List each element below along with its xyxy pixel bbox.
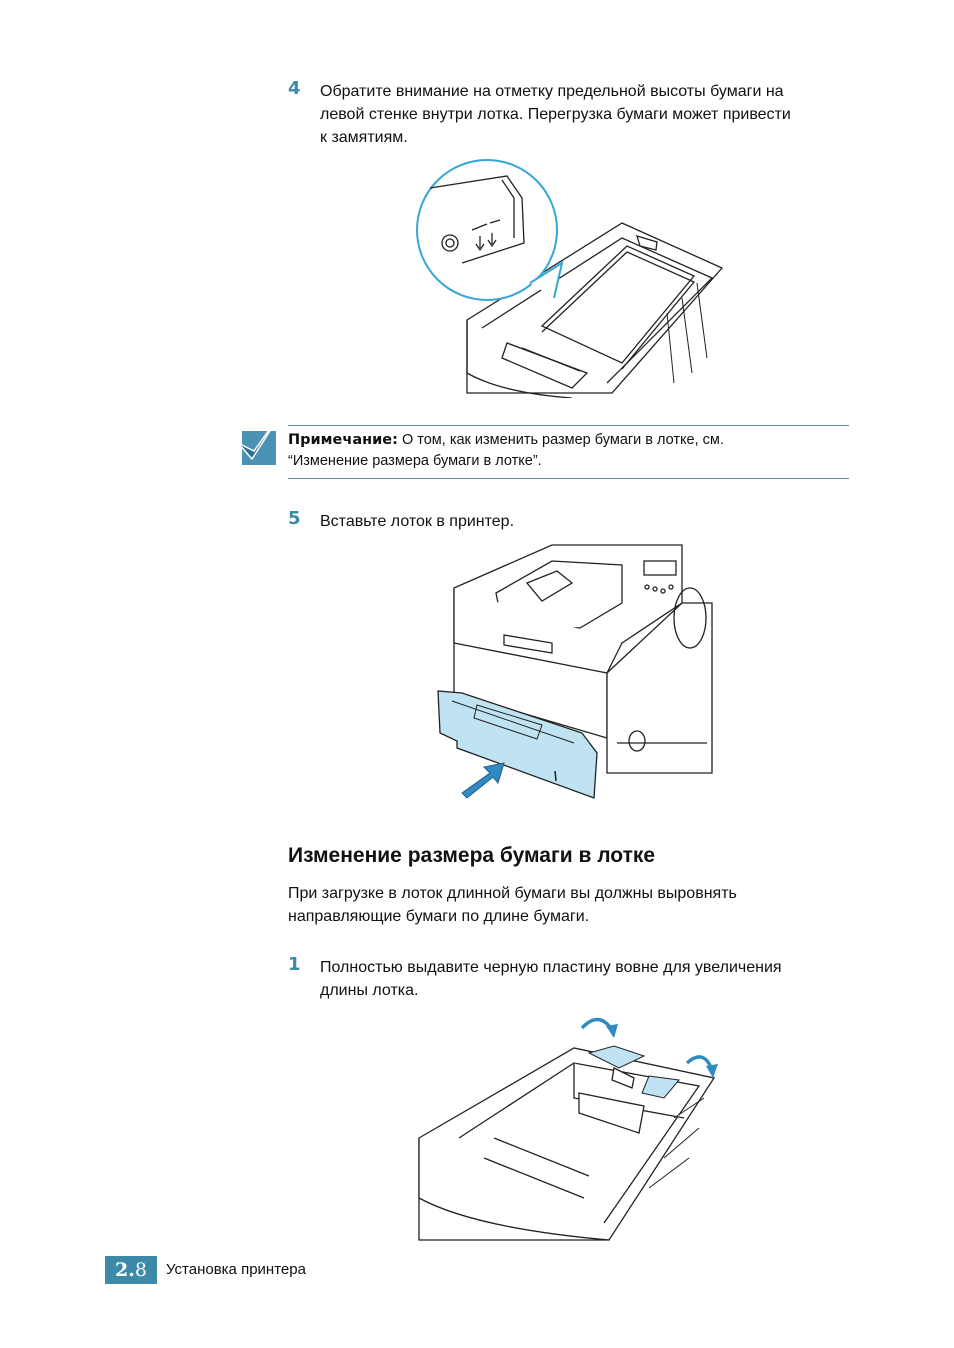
step-4-text: Обратите внимание на отметку предельной … <box>320 80 791 149</box>
footer-section-title: Установка принтера <box>166 1261 306 1278</box>
section-paragraph-line-2: направляющие бумаги по длине бумаги. <box>288 908 590 925</box>
step-1-line-2: длины лотка. <box>320 982 419 999</box>
page-number-badge: 2.8 <box>105 1256 157 1284</box>
section-paragraph: При загрузке в лоток длинной бумаги вы д… <box>288 882 848 928</box>
tray-paper-limit-illustration <box>416 159 724 398</box>
step-4-line-2: левой стенке внутри лотка. Перегрузка бу… <box>320 106 791 123</box>
note-label: Примечание: <box>288 432 398 448</box>
step-1-line-1: Полностью выдавите черную пластину вовне… <box>320 959 782 976</box>
step-4-number: 4 <box>288 78 301 99</box>
step-1-text: Полностью выдавите черную пластину вовне… <box>320 956 782 1002</box>
note-bottom-rule <box>288 478 849 479</box>
step-1-number: 1 <box>288 954 301 975</box>
section-heading: Изменение размера бумаги в лотке <box>288 844 656 867</box>
section-paragraph-line-1: При загрузке в лоток длинной бумаги вы д… <box>288 885 737 902</box>
printer-insert-tray-illustration <box>437 544 713 799</box>
step-4-line-3: к замятиям. <box>320 129 408 146</box>
note-line-2: “Изменение размера бумаги в лотке”. <box>288 453 542 469</box>
step-5-text: Вставьте лоток в принтер. <box>320 513 515 530</box>
step-4-line-1: Обратите внимание на отметку предельной … <box>320 83 784 100</box>
tray-extend-illustration <box>418 1017 718 1241</box>
note-line-1: Примечание: О том, как изменить размер б… <box>288 430 848 451</box>
note-body-1: О том, как изменить размер бумаги в лотк… <box>397 432 724 448</box>
note-top-rule <box>288 425 849 426</box>
page-number-major: 2. <box>115 1259 135 1281</box>
note-text: Примечание: О том, как изменить размер б… <box>288 430 848 472</box>
step-5-number: 5 <box>288 508 301 529</box>
page-number-minor: 8 <box>134 1259 147 1281</box>
checkmark-icon <box>237 408 285 465</box>
